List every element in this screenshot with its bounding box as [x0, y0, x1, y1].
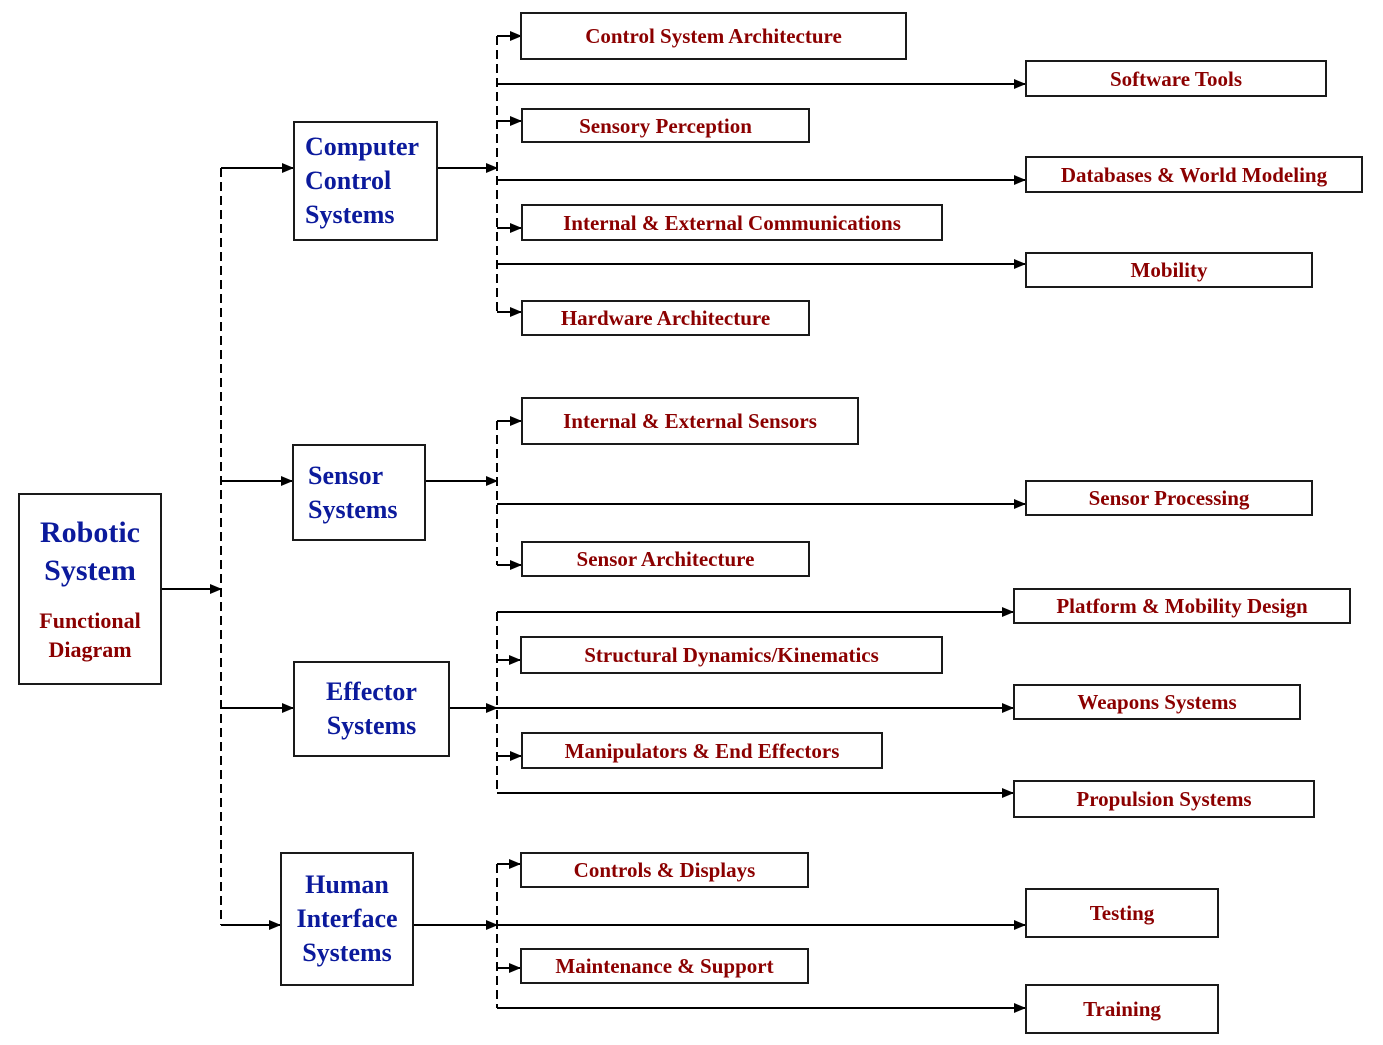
item-testing: Testing [1025, 888, 1219, 938]
category-label-line: Interface [296, 904, 398, 933]
root-subtitle-line: Functional [39, 608, 141, 633]
item-internal-external-sensors: Internal & External Sensors [521, 397, 859, 445]
item-hardware-architecture: Hardware Architecture [521, 300, 810, 336]
item-sensory-perception: Sensory Perception [521, 108, 810, 143]
root-subtitle-line: Diagram [48, 637, 132, 662]
item-propulsion-systems: Propulsion Systems [1013, 780, 1315, 818]
category-computer-control-systems: Computer Control Systems [293, 121, 438, 241]
item-control-system-architecture: Control System Architecture [520, 12, 907, 60]
item-controls-displays: Controls & Displays [520, 852, 809, 888]
root-title-line: Robotic [40, 516, 140, 549]
item-maintenance-support: Maintenance & Support [520, 948, 809, 984]
root-box: Robotic System Functional Diagram [18, 493, 162, 685]
category-label-line: Systems [305, 200, 395, 229]
root-title-line: System [44, 554, 136, 587]
item-structural-dynamics-kinematics: Structural Dynamics/Kinematics [520, 636, 943, 674]
item-weapons-systems: Weapons Systems [1013, 684, 1301, 720]
item-platform-mobility-design: Platform & Mobility Design [1013, 588, 1351, 624]
item-software-tools: Software Tools [1025, 60, 1327, 97]
category-label-line: Computer [305, 132, 420, 161]
category-effector-systems: Effector Systems [293, 661, 450, 757]
item-sensor-architecture: Sensor Architecture [521, 541, 810, 577]
category-label-line: Systems [308, 494, 398, 524]
item-mobility: Mobility [1025, 252, 1313, 288]
category-label-line: Human [305, 870, 389, 899]
item-internal-external-communications: Internal & External Communications [521, 204, 943, 241]
item-training: Training [1025, 984, 1219, 1034]
category-label-line: Systems [302, 938, 392, 967]
category-human-interface-systems: Human Interface Systems [280, 852, 414, 986]
item-databases-world-modeling: Databases & World Modeling [1025, 156, 1363, 193]
item-sensor-processing: Sensor Processing [1025, 480, 1313, 516]
category-label-line: Control [305, 166, 392, 195]
category-label-line: Systems [326, 711, 417, 740]
item-manipulators-end-effectors: Manipulators & End Effectors [521, 732, 883, 769]
category-sensor-systems: Sensor Systems [292, 444, 426, 541]
category-label-line: Sensor [308, 460, 384, 490]
category-label-line: Effector [326, 677, 417, 706]
